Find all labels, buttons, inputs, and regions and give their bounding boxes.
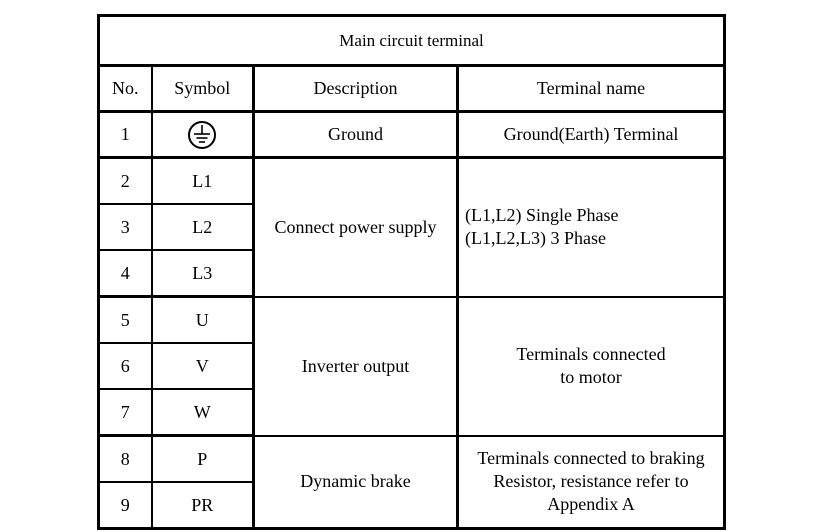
brake-terminal-line: Terminals connected to braking [477, 448, 705, 469]
row-no: 3 [97, 203, 153, 251]
row-symbol: PR [150, 481, 255, 530]
header-terminal-name: Terminal name [456, 64, 726, 113]
row-no: 7 [97, 388, 153, 437]
terminal-table: Main circuit terminal No. Symbol Descrip… [97, 14, 727, 530]
brake-terminal-line: Appendix A [547, 494, 635, 515]
main-circuit-terminal-document: Main circuit terminal No. Symbol Descrip… [97, 14, 727, 530]
row-symbol: W [150, 388, 255, 437]
ground-symbol-icon [188, 120, 217, 149]
table-row: 3 L2 [97, 203, 725, 251]
ground-description: Ground [252, 110, 459, 159]
table-row: 9 PR [97, 481, 725, 530]
row-symbol: P [150, 434, 255, 483]
table-row: 2 L1 Connect power supply (L1,L2) Single… [97, 156, 726, 298]
row-symbol: L2 [150, 203, 255, 251]
table-header-row: No. Symbol Description Terminal name [97, 64, 726, 113]
row-no: 6 [97, 342, 153, 390]
power-terminal-line: (L1,L2,L3) 3 Phase [465, 228, 606, 249]
row-symbol: U [150, 295, 255, 344]
row-no: 2 [97, 156, 153, 205]
table-row: 5 U Inverter output Terminals connected … [97, 295, 726, 437]
power-terminal-name: (L1,L2) Single Phase (L1,L2,L3) 3 Phase [456, 156, 726, 298]
row-no: 4 [97, 249, 153, 298]
row-no: 9 [97, 481, 153, 530]
brake-description: Dynamic brake [252, 434, 459, 530]
row-no: 5 [97, 295, 153, 344]
table-row: 7 W [97, 388, 725, 437]
row-symbol: V [150, 342, 255, 390]
header-no: No. [97, 64, 153, 113]
table-row: 4 L3 [97, 249, 725, 298]
inverter-terminal-line: Terminals connected [516, 344, 666, 364]
header-description: Description [252, 64, 459, 113]
inverter-description: Inverter output [252, 295, 459, 437]
brake-terminal-line: Resistor, resistance refer to [493, 471, 689, 492]
table-row: 6 V [97, 342, 725, 390]
power-description: Connect power supply [252, 156, 459, 298]
row-symbol: L1 [150, 156, 255, 205]
header-symbol: Symbol [150, 64, 255, 113]
power-terminal-line: (L1,L2) Single Phase [465, 205, 619, 226]
inverter-terminal-name: Terminals connected to motor [456, 295, 726, 437]
inverter-terminal-line: to motor [560, 367, 622, 387]
ground-terminal-name: Ground(Earth) Terminal [456, 110, 726, 159]
table-title: Main circuit terminal [97, 14, 726, 67]
brake-terminal-name: Terminals connected to braking Resistor,… [456, 434, 726, 530]
row-no: 8 [97, 434, 153, 483]
row-no: 1 [97, 110, 153, 159]
table-row: 1 Ground Ground(Earth) Terminal [97, 110, 726, 159]
row-symbol [150, 110, 255, 159]
table-title-row: Main circuit terminal [97, 14, 726, 67]
row-symbol: L3 [150, 249, 255, 298]
table-row: 8 P Dynamic brake Terminals connected to… [97, 434, 726, 530]
